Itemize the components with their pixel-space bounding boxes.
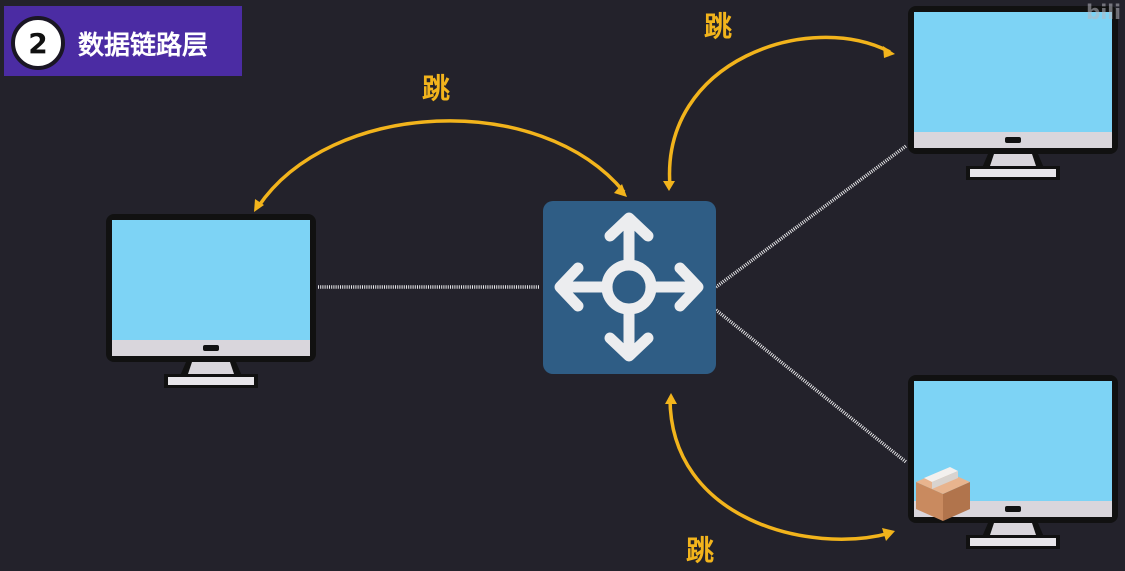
computer-left-icon	[106, 214, 316, 388]
hop-label-bottom-right: 跳	[686, 534, 714, 567]
arrowhead-left-start	[254, 199, 264, 212]
hop-arrow-top-right	[667, 35, 891, 187]
cable-bottom-right	[714, 308, 908, 464]
arrowhead-top-right-start	[663, 181, 675, 191]
hop-arrows	[256, 35, 891, 541]
watermark-logo: bili	[1086, 0, 1121, 24]
switch-arrows-icon	[543, 201, 716, 374]
hop-arrow-left	[256, 119, 626, 208]
arrowhead-left-end	[614, 184, 627, 197]
cables	[318, 144, 908, 464]
computer-top-right-icon	[908, 6, 1118, 180]
arrowhead-bottom-right-start	[665, 393, 677, 404]
hop-label-top-right: 跳	[704, 10, 732, 43]
arrowhead-top-right-end	[883, 46, 895, 58]
computer-bottom-right-icon	[908, 375, 1118, 549]
section-title: 数据链路层	[78, 31, 209, 61]
cable-top-right	[714, 144, 908, 289]
hop-label-left: 跳	[422, 72, 450, 105]
section-number: 2	[11, 16, 65, 70]
hop-arrow-bottom-right	[668, 397, 891, 541]
arrowhead-bottom-right-end	[882, 528, 895, 541]
package-box-icon	[916, 467, 970, 521]
section-header: 2 数据链路层	[4, 6, 242, 76]
hop-arrowheads	[254, 46, 895, 541]
